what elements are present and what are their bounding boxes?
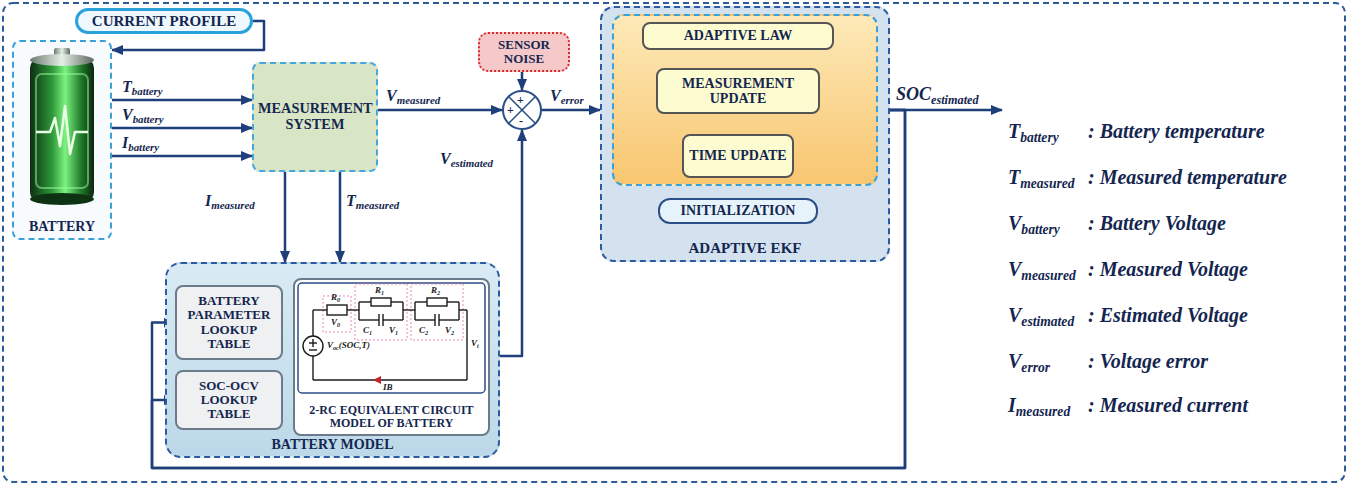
symbol-name: Vmeasured <box>1008 258 1076 284</box>
symbol-definition: : Voltage error <box>1088 350 1208 373</box>
symbol-definition: : Measured current <box>1088 394 1248 417</box>
process-box: ADAPTIVE LAW <box>642 22 834 50</box>
process-box: CURRENT PROFILE <box>75 8 253 34</box>
circuit-label: R0 <box>331 292 340 304</box>
signal-label: Vbattery <box>122 106 163 126</box>
symbol-definition: : Measured temperature <box>1088 166 1287 189</box>
circuit-label: V0 <box>331 317 340 329</box>
sign-mark: + <box>507 104 514 116</box>
signal-label: Tmeasured <box>346 192 399 212</box>
process-box: MEASUREMENT SYSTEM <box>252 62 378 172</box>
symbol-name: Tmeasured <box>1008 166 1075 192</box>
symbol-definition: : Battery Voltage <box>1088 212 1226 235</box>
circuit-label: R1 <box>375 285 384 297</box>
node-text: TIME UPDATE <box>689 148 786 163</box>
process-box: BATTERY PARAMETER LOOKUP TABLE <box>175 285 283 360</box>
symbol-definition: : Battery temperature <box>1088 120 1265 143</box>
signal-arrow <box>112 99 252 102</box>
circuit-label: Voc(SOC,T) <box>327 340 370 352</box>
node-text: SENSOR NOISE <box>484 38 564 67</box>
signal-arrow <box>112 155 252 158</box>
symbol-definition: : Measured Voltage <box>1088 258 1248 281</box>
node-text: 2-RC EQUIVALENT CIRCUIT MODEL OF BATTERY <box>299 404 484 430</box>
symbol-definition: : Estimated Voltage <box>1088 304 1248 327</box>
circuit-label: C1 <box>363 325 372 337</box>
outer-frame <box>3 3 1345 482</box>
signal-arrow <box>542 109 600 112</box>
node-text: ADAPTIVE EKF <box>689 240 802 257</box>
circuit-schematic <box>295 280 488 396</box>
process-box: SENSOR NOISE <box>478 32 570 72</box>
process-box: SOC-OCV LOOKUP TABLE <box>175 370 283 430</box>
signal-arrow <box>378 109 502 112</box>
circuit-label: IB <box>383 382 393 392</box>
battery-box: BATTERY <box>12 40 112 240</box>
filter-group: ADAPTIVE EKF ADAPTIVE LAW MEASUREMENT UPDA… <box>600 6 890 262</box>
circuit-label: V1 <box>389 325 398 337</box>
signal-label: Vmeasured <box>386 87 440 107</box>
process-box: MEASUREMENT UPDATE <box>656 68 820 114</box>
symbol-name: Imeasured <box>1008 394 1070 420</box>
signal-arrow <box>521 72 524 90</box>
sign-mark: - <box>519 115 523 127</box>
circuit-label: C2 <box>419 325 428 337</box>
node-text: SOC-OCV LOOKUP TABLE <box>181 379 277 422</box>
node-text: BATTERY PARAMETER LOOKUP TABLE <box>181 294 277 351</box>
symbol-name: Vestimated <box>1008 304 1074 330</box>
signal-label: Vestimated <box>440 150 493 170</box>
node-text: ADAPTIVE LAW <box>684 28 793 43</box>
process-box: INITIALIZATION <box>658 198 818 224</box>
sign-mark: + <box>517 94 524 106</box>
battery-illustration <box>14 42 110 238</box>
signal-label: Imeasured <box>205 192 255 212</box>
node-text: BATTERY <box>29 219 95 234</box>
circuit-label: Vt <box>471 338 479 350</box>
output-arrow <box>890 109 1002 112</box>
symbol-name: Verror <box>1008 350 1050 376</box>
signal-label: Verror <box>550 87 584 107</box>
node-text: INITIALIZATION <box>681 203 796 218</box>
node-text: MEASUREMENT UPDATE <box>662 76 814 107</box>
signal-arrow <box>112 127 252 130</box>
node-text: CURRENT PROFILE <box>92 13 236 30</box>
circuit-label: V2 <box>445 325 454 337</box>
node-text: BATTERY MODEL <box>271 437 393 452</box>
symbol-name: Tbattery <box>1008 120 1059 146</box>
symbol-name: Vbattery <box>1008 212 1060 238</box>
process-box: TIME UPDATE <box>682 134 794 178</box>
signal-arrow <box>339 172 342 262</box>
signal-label: Ibattery <box>122 134 159 154</box>
summing-junction: ++- <box>502 90 542 130</box>
signal-label: Tbattery <box>122 78 163 98</box>
node-text: MEASUREMENT SYSTEM <box>258 101 372 133</box>
signal-arrow <box>284 172 287 262</box>
model-group: BATTERY MODEL BATTERY PARAMETER LOOKUP TA… <box>165 262 500 458</box>
output-label: SOCestimated <box>896 84 979 107</box>
circuit-label: R2 <box>431 285 440 297</box>
circuit-model-box: 2-RC EQUIVALENT CIRCUIT MODEL OF BATTERY… <box>293 278 490 436</box>
